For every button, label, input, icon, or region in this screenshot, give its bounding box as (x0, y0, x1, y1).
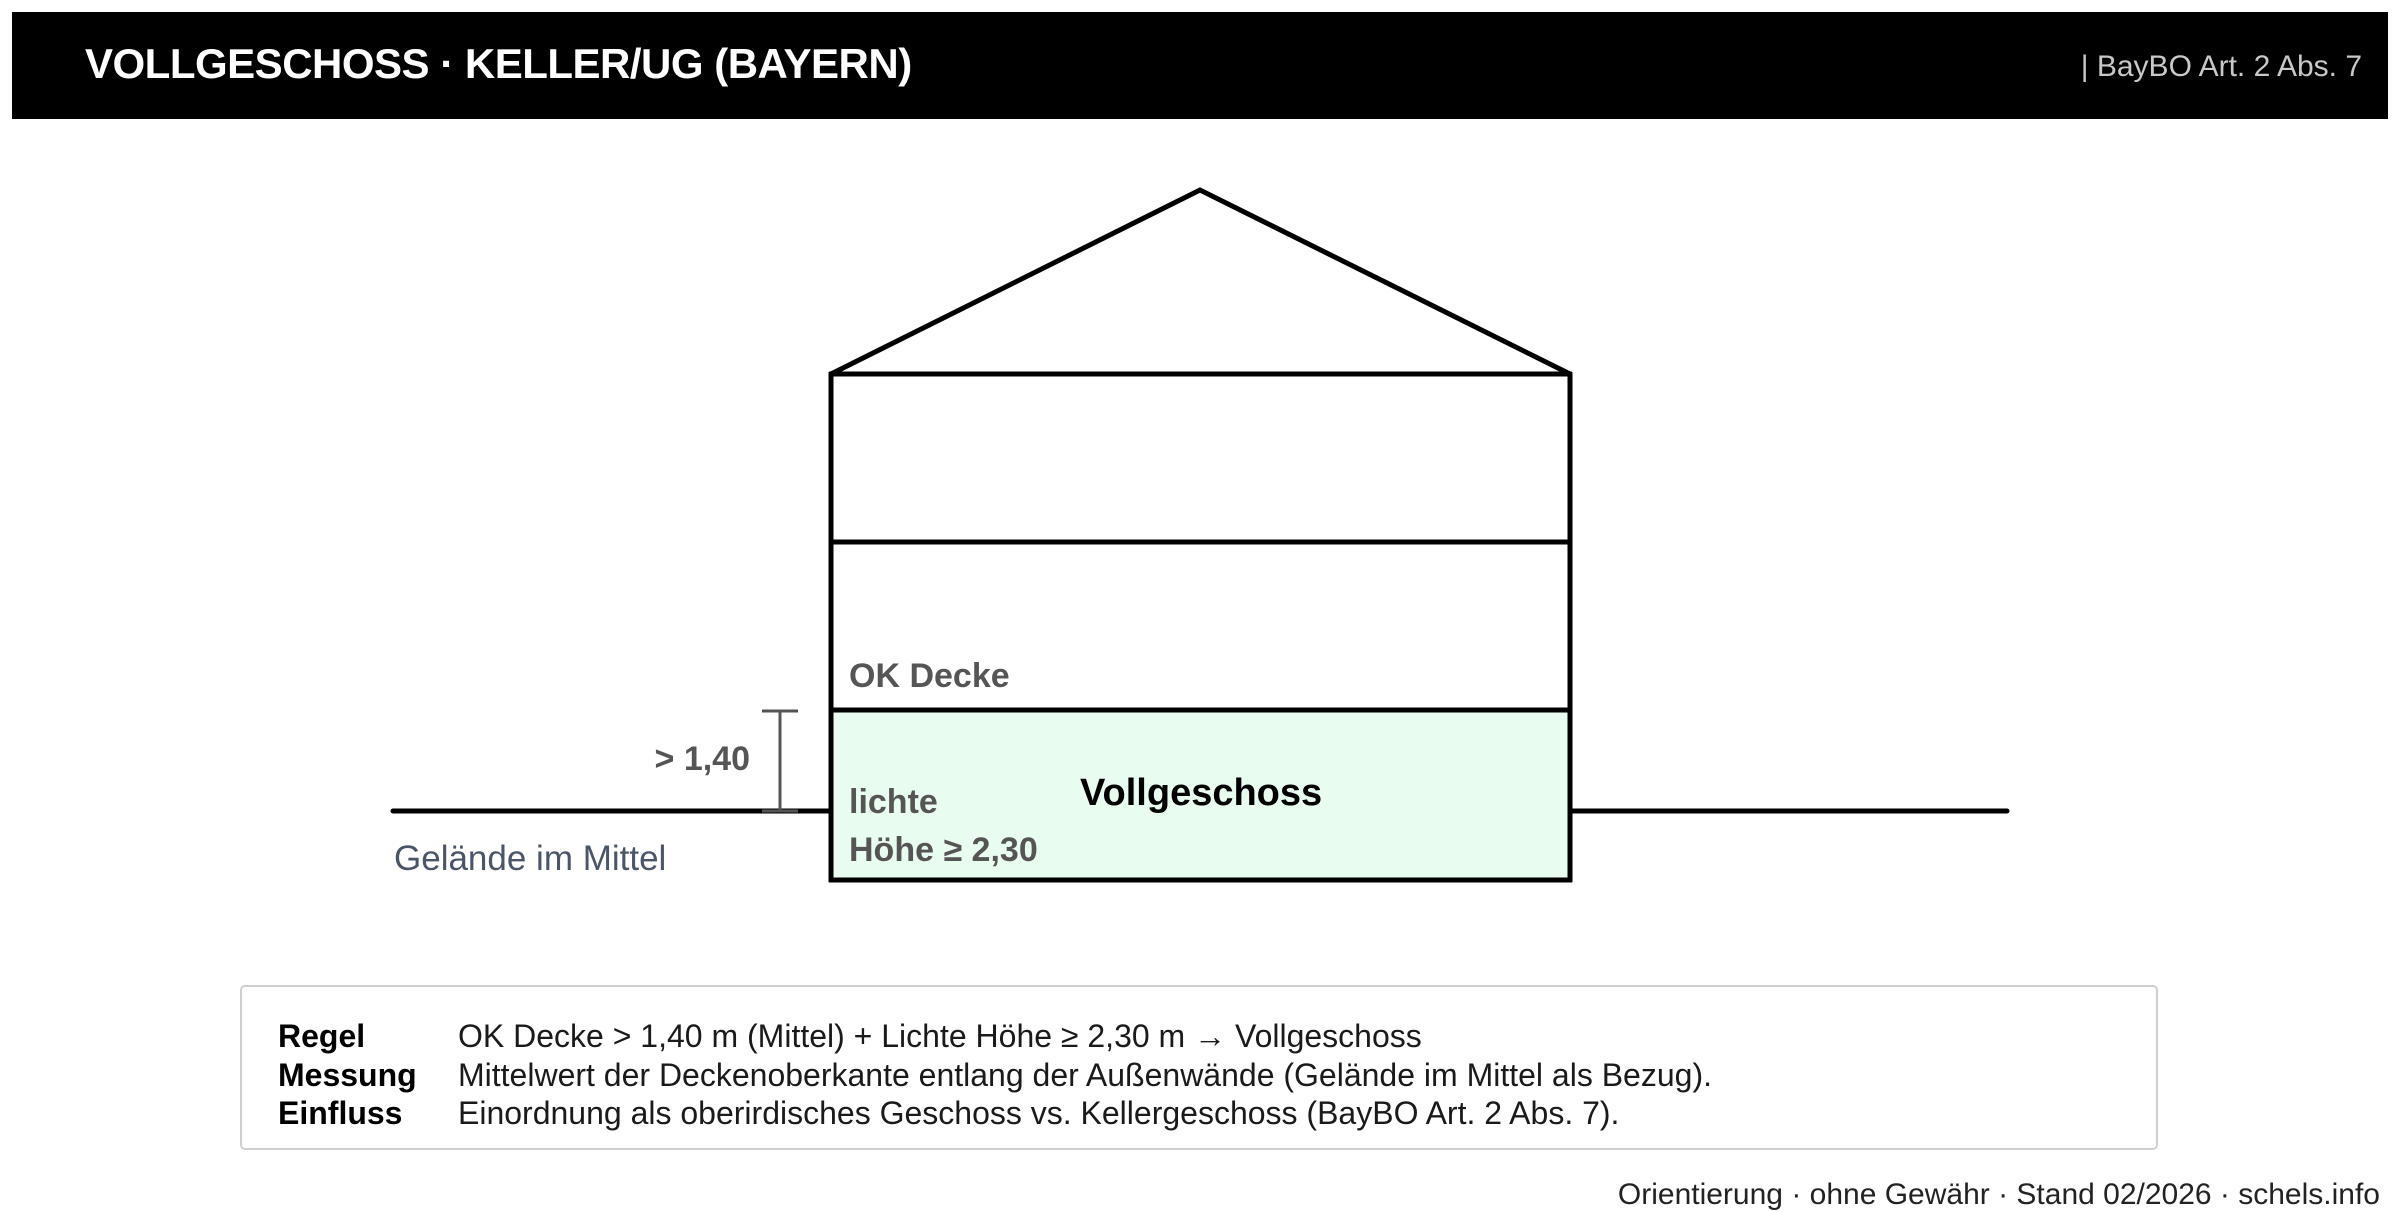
info-label: Messung (278, 1057, 417, 1093)
info-value: Mittelwert der Deckenoberkante entlang d… (458, 1057, 1712, 1093)
building-section-diagram (390, 187, 2010, 883)
info-box: Regel OK Decke > 1,40 m (Mittel) + Lichte… (240, 985, 2158, 1150)
ok-decke-label: OK Decke (849, 657, 1010, 695)
info-row-messung: Messung Mittelwert der Deckenoberkante en… (278, 1056, 1712, 1094)
legal-reference: | BayBO Art. 2 Abs. 7 (2080, 50, 2362, 83)
building-outline (828, 187, 1573, 883)
page-title: VOLLGESCHOSS · KELLER/UG (BAYERN) (85, 40, 912, 87)
info-value: OK Decke > 1,40 m (Mittel) + Lichte Höhe… (458, 1018, 1422, 1054)
ground-level-label: Gelände im Mittel (394, 839, 667, 878)
footer-disclaimer: Orientierung · ohne Gewähr · Stand 02/20… (1617, 1178, 2380, 1211)
dimension-marker (762, 709, 798, 813)
info-row-einfluss: Einfluss Einordnung als oberirdisches Ges… (278, 1094, 1619, 1132)
clear-height-label-line2: Höhe ≥ 2,30 (849, 831, 1038, 869)
vollgeschoss-label: Vollgeschoss (1080, 772, 1323, 814)
info-row-regel: Regel OK Decke > 1,40 m (Mittel) + Lichte… (278, 1017, 1422, 1055)
info-label: Regel (278, 1018, 366, 1054)
header-bar: VOLLGESCHOSS · KELLER/UG (BAYERN) | BayB… (12, 12, 2388, 119)
info-label: Einfluss (278, 1095, 403, 1131)
clear-height-label: lichte Höhe ≥ 2,30 (849, 778, 1038, 874)
clear-height-label-line1: lichte (849, 783, 938, 821)
roof (829, 187, 1572, 377)
info-value: Einordnung als oberirdisches Geschoss vs… (458, 1095, 1620, 1131)
dimension-label: > 1,40 (654, 740, 750, 778)
